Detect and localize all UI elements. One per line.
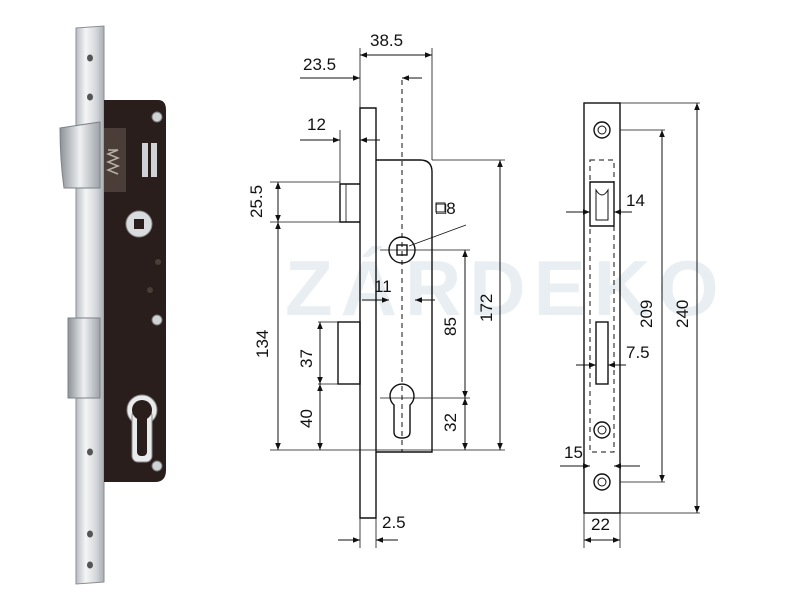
dim-latch-depth: 12	[307, 115, 326, 134]
dim-latch-width: 14	[626, 191, 645, 210]
dim-spindle: 11	[374, 277, 392, 296]
dim-bolt-width: 7.5	[626, 343, 650, 362]
dim-square: □8	[436, 199, 456, 218]
dim-backset-total: 38.5	[370, 31, 403, 50]
dim-centre-85: 85	[441, 317, 460, 336]
dim-faceplate-width: 22	[591, 515, 610, 534]
lock-photo	[59, 25, 166, 585]
watermark-text: ZÁRDEKO	[285, 244, 727, 332]
dim-faceplate-thickness: 2.5	[382, 513, 406, 532]
dim-height-134: 134	[253, 330, 272, 358]
side-view-drawing	[560, 102, 700, 548]
dim-total-length: 240	[673, 300, 692, 328]
dim-hole-spacing: 209	[637, 300, 656, 328]
dim-latch-height: 25.5	[247, 185, 266, 218]
dim-backset: 23.5	[303, 55, 336, 74]
front-view-drawing	[270, 48, 505, 548]
dim-cylinder-32: 32	[441, 413, 460, 432]
dim-bolt-40: 40	[297, 409, 316, 428]
dim-bolt-37: 37	[297, 349, 316, 368]
dim-height-172: 172	[477, 294, 496, 322]
dim-case-width: 15	[564, 443, 583, 462]
